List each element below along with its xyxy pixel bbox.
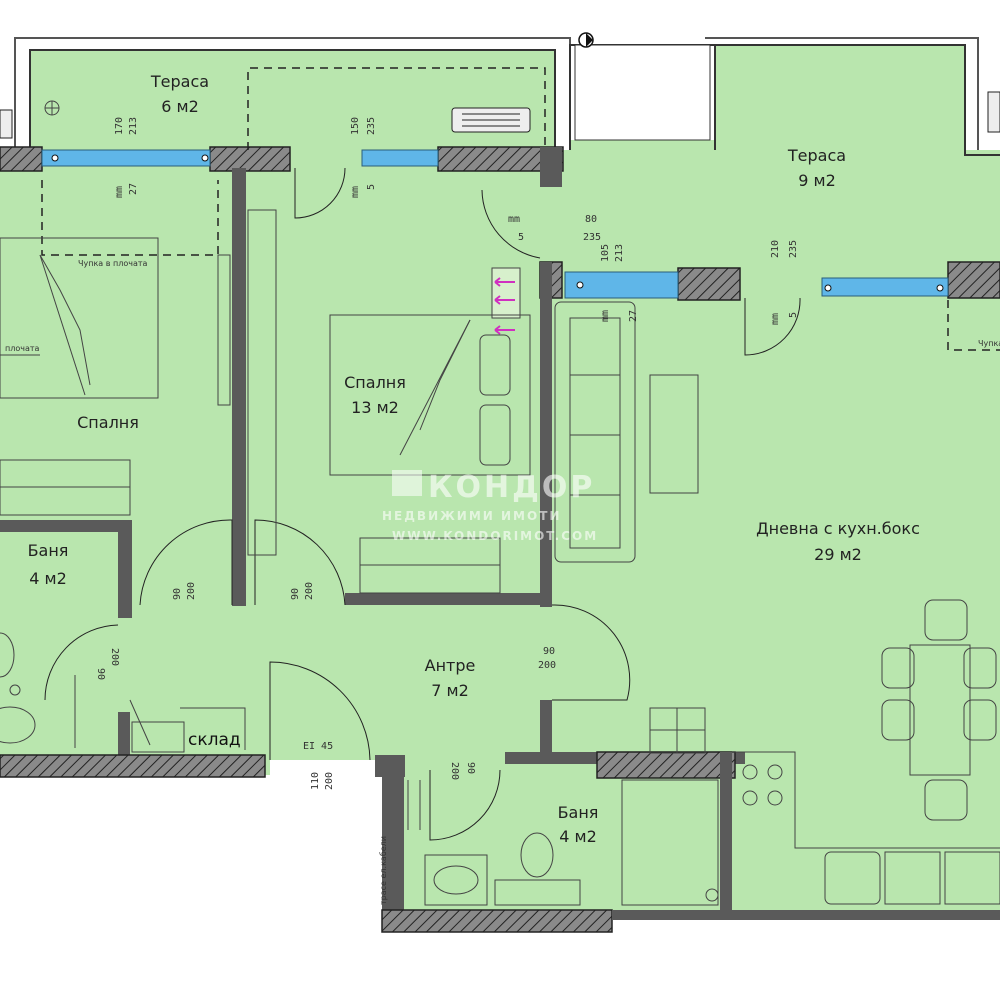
dim-w1-unit: mm bbox=[114, 186, 125, 198]
kitchen-icon bbox=[649, 707, 1000, 905]
terrace-railing bbox=[14, 37, 1000, 156]
dim-w1-bot: 27 bbox=[128, 183, 139, 195]
dim-door-entry-label: EI 45 bbox=[303, 741, 333, 752]
room-area-terrace-right: 9 м2 bbox=[798, 171, 836, 190]
room-area-hall: 7 м2 bbox=[431, 681, 469, 700]
dim-w2-unit: mm bbox=[350, 186, 361, 198]
dim-w2-bot: 5 bbox=[366, 184, 377, 190]
dim-w3-mid: 213 bbox=[614, 244, 625, 262]
dim-door-entry-b: 200 bbox=[324, 772, 335, 790]
dim-w1-top: 170 bbox=[114, 117, 125, 135]
dim-door-bl-b: 200 bbox=[186, 582, 197, 600]
dim-w3-unit: mm bbox=[600, 310, 611, 322]
dim-w3-top: 105 bbox=[600, 244, 611, 262]
dim-w4-unit: mm bbox=[770, 313, 781, 325]
room-name-hall: Антре bbox=[425, 656, 476, 675]
bed-left-icon bbox=[0, 237, 159, 399]
room-area-living: 29 м2 bbox=[814, 545, 862, 564]
dim-door-bc-b: 200 bbox=[304, 582, 315, 600]
dim-door-bath-b: 90 bbox=[95, 668, 106, 680]
room-area-bath-right: 4 м2 bbox=[559, 827, 597, 846]
dim-door-bath2-a: 200 bbox=[449, 762, 460, 780]
bath-left-fixtures bbox=[0, 632, 246, 753]
wardrobe-icon bbox=[0, 209, 501, 594]
dim-d1-top: 80 bbox=[585, 214, 597, 225]
compass-icon bbox=[578, 32, 594, 48]
dim-door-bath-a: 200 bbox=[109, 648, 120, 666]
door-arrow-icon bbox=[491, 267, 521, 335]
room-area-bedroom-center: 13 м2 bbox=[351, 398, 399, 417]
drain-icon bbox=[44, 100, 60, 116]
room-name-storage: склад bbox=[188, 730, 241, 750]
dining-table-icon bbox=[881, 599, 997, 821]
dim-w1-mid: 213 bbox=[128, 117, 139, 135]
annotation-slab-hole-3: Чупка bbox=[978, 339, 1000, 348]
walls bbox=[0, 146, 1000, 933]
terrace-dashed-outline bbox=[41, 67, 1000, 351]
room-name-living: Дневна с кухн.бокс bbox=[756, 519, 920, 538]
room-area-terrace-left: 6 м2 bbox=[161, 97, 199, 116]
dim-door-liv-a: 90 bbox=[543, 646, 555, 657]
bath-right-fixtures bbox=[407, 779, 719, 906]
bed-center-icon bbox=[329, 314, 531, 476]
room-name-bath-left: Баня bbox=[28, 541, 69, 560]
dim-w4-bot: 5 bbox=[788, 312, 799, 318]
dim-door-liv-b: 200 bbox=[538, 660, 556, 671]
dim-door-bath2-b: 90 bbox=[465, 762, 476, 774]
dim-door-bc-a: 90 bbox=[290, 588, 301, 600]
watermark-brand: КОНДОР bbox=[428, 470, 595, 505]
dim-d1-a: 5 bbox=[518, 232, 524, 243]
logo-icon bbox=[392, 470, 422, 496]
dim-w4-top: 210 bbox=[770, 240, 781, 258]
room-name-terrace-right: Тераса bbox=[787, 146, 846, 165]
annotation-slab-hole-1: Чупка в плочата bbox=[78, 259, 148, 268]
windows bbox=[41, 149, 949, 299]
watermark-subtitle: НЕДВИЖИМИ ИМОТИ bbox=[382, 509, 561, 523]
room-name-bedroom-left: Спалня bbox=[77, 413, 139, 432]
dim-door-bl-a: 90 bbox=[172, 588, 183, 600]
watermark: КОНДОР НЕДВИЖИМИ ИМОТИ WWW.KONDORIMOT.CO… bbox=[382, 470, 598, 543]
dim-w4-mid: 235 bbox=[788, 240, 799, 258]
annotation-cable: трасе ел.кабели bbox=[379, 836, 388, 905]
dim-w2-mid: 235 bbox=[366, 117, 377, 135]
dimension-labels: 170 213 mm 27 150 235 mm 5 mm 80 5 235 1… bbox=[95, 117, 799, 790]
dim-d1-b: 235 bbox=[583, 232, 601, 243]
dim-w2-top: 150 bbox=[350, 117, 361, 135]
dim-w3-bot: 27 bbox=[628, 310, 639, 322]
watermark-url: WWW.KONDORIMOT.COM bbox=[392, 529, 598, 543]
ac-unit-icon bbox=[0, 91, 1000, 139]
sofa-icon bbox=[554, 301, 699, 563]
room-name-bath-right: Баня bbox=[558, 803, 599, 822]
dim-d1-unit: mm bbox=[508, 214, 520, 225]
room-name-bedroom-center: Спалня bbox=[344, 373, 406, 392]
room-area-bath-left: 4 м2 bbox=[29, 569, 67, 588]
dim-door-entry-a: 110 bbox=[310, 772, 321, 790]
annotation-slab-hole-2: плочата bbox=[5, 344, 40, 353]
room-name-terrace-left: Тераса bbox=[150, 72, 209, 91]
doors bbox=[44, 167, 801, 841]
